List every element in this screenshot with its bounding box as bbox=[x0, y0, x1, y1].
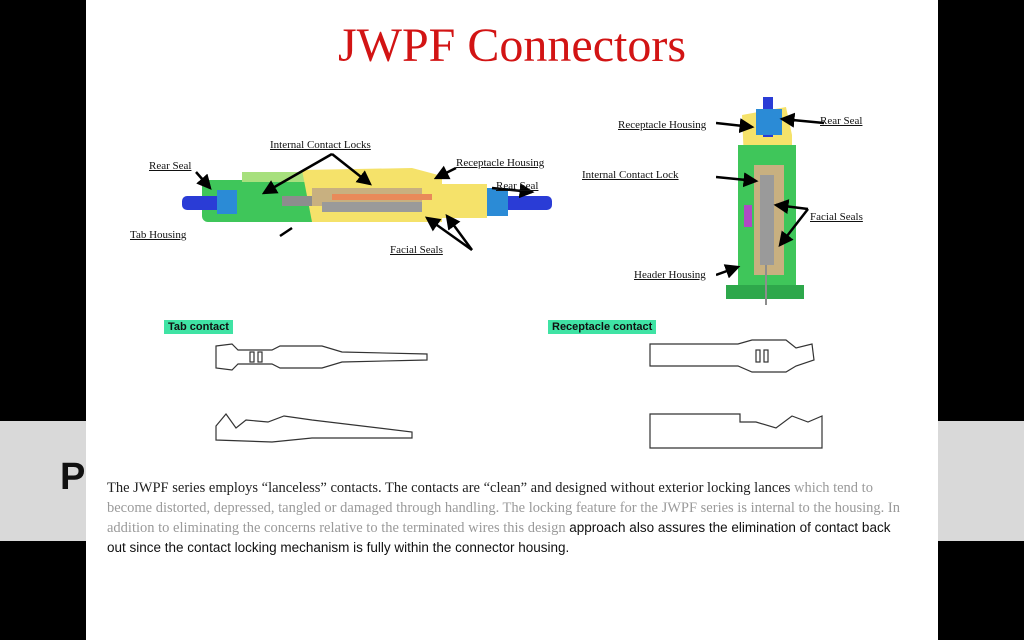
description-paragraph: The JWPF series employs “lanceless” cont… bbox=[107, 478, 907, 558]
paragraph-part1: The JWPF series employs “lanceless” cont… bbox=[107, 480, 791, 496]
label-facial-seals-right: Facial Seals bbox=[810, 211, 863, 223]
slide-title: JWPF Connectors bbox=[338, 19, 686, 72]
label-receptacle-housing-right: Receptacle Housing bbox=[618, 119, 707, 131]
left-connector-diagram bbox=[182, 152, 552, 252]
paragraph-part3: approach also assures the elimination of… bbox=[107, 520, 891, 555]
label-facial-seals-left: Facial Seals bbox=[390, 244, 443, 256]
label-tab-housing: Tab Housing bbox=[130, 229, 187, 241]
paragraph-part2: which tend to become distorted, depresse… bbox=[107, 480, 901, 536]
label-rear-seal-right: Rear Seal bbox=[496, 180, 539, 192]
label-internal-contact-locks: Internal Contact Locks bbox=[270, 139, 371, 151]
tab-contact-tag: Tab contact bbox=[164, 320, 233, 334]
background-letter: P bbox=[60, 456, 86, 498]
label-rear-seal-right-diagram: Rear Seal bbox=[820, 115, 863, 127]
label-receptacle-housing-left: Receptacle Housing bbox=[456, 157, 545, 169]
right-connector-diagram bbox=[716, 97, 825, 305]
label-header-housing: Header Housing bbox=[634, 269, 706, 281]
label-rear-seal-left: Rear Seal bbox=[149, 160, 192, 172]
label-internal-contact-lock: Internal Contact Lock bbox=[582, 169, 679, 181]
slide: JWPF Connectors Internal Contact Locks R… bbox=[86, 0, 938, 640]
receptacle-contact-tag: Receptacle contact bbox=[548, 320, 657, 334]
tab-contact-drawing bbox=[215, 343, 428, 443]
receptacle-contact-drawing bbox=[649, 339, 823, 449]
